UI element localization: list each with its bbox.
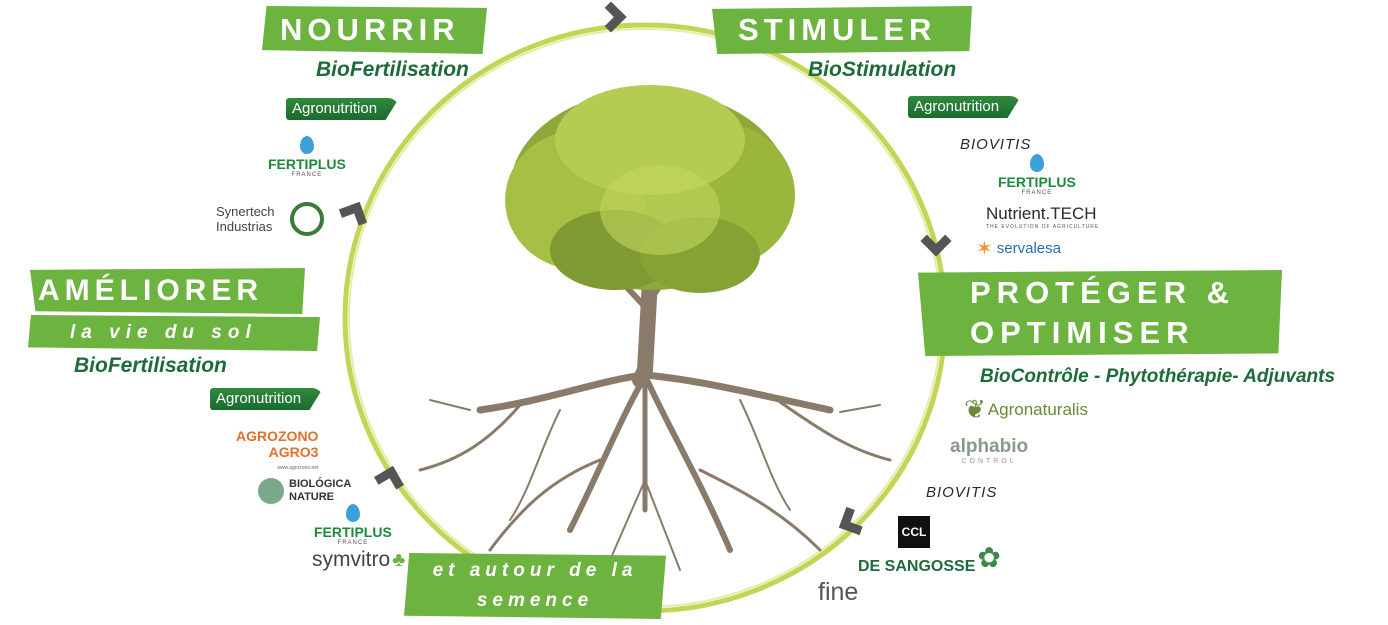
banner-stimuler: STIMULER — [712, 6, 972, 54]
logo-agrozono: AGROZONO AGRO3 www.agrozono.net — [236, 428, 319, 471]
logo-fine: fine — [818, 578, 859, 606]
subtitle-nourrir: BioFertilisation — [316, 58, 469, 81]
banner-ameliorer-tagline: la vie du sol — [28, 315, 320, 351]
logo-biovitis-proteger: BIOVITIS — [926, 484, 998, 501]
biologica-icon — [258, 478, 284, 504]
leaf-icon: ❦ — [964, 394, 986, 424]
tree-illustration — [418, 85, 892, 571]
logo-nutrienttech: Nutrient.TECH THE EVOLUTION OF AGRICULTU… — [986, 204, 1100, 230]
banner-nourrir: NOURRIR — [262, 6, 487, 54]
drop-icon — [345, 504, 360, 522]
logo-biologica: BIOLÓGICA NATURE — [258, 478, 359, 504]
logo-biovitis-stimuler: BIOVITIS — [960, 136, 1032, 153]
synertech-icon — [290, 202, 324, 236]
logo-agronutrition-ameliorer: Agronutrition — [210, 388, 324, 410]
sprout-icon: ♣ — [392, 548, 406, 571]
logo-fertiplus-nourrir: FERTIPLUS FRANCE — [268, 136, 346, 178]
banner-semence: et autour de la semence — [404, 553, 666, 619]
logo-fertiplus-ameliorer: FERTIPLUS FRANCE — [314, 504, 392, 546]
subtitle-stimuler: BioStimulation — [808, 58, 957, 81]
subtitle-proteger: BioContrôle - Phytothérapie- Adjuvants — [980, 366, 1336, 387]
logo-alphabio: alphabio CONTROL — [950, 436, 1029, 465]
logo-desangosse: DE SANGOSSE ✿ — [858, 541, 1001, 576]
subtitle-ameliorer: BioFertilisation — [74, 354, 227, 377]
logo-agronutrition-nourrir: Agronutrition — [286, 98, 400, 120]
logo-servalesa: ✶ servalesa — [976, 238, 1061, 260]
logo-symvitro: symvitro ♣ — [312, 548, 406, 571]
drop-icon — [1029, 154, 1044, 172]
banner-ameliorer: AMÉLIORER — [30, 268, 305, 314]
logo-synertech: Synertech Industrias — [216, 202, 324, 236]
servalesa-icon: ✶ — [976, 238, 993, 260]
logo-agronaturalis: ❦ Agronaturalis — [964, 394, 1088, 424]
banner-proteger: PROTÉGER & OPTIMISER — [918, 270, 1282, 356]
drop-icon — [299, 136, 314, 154]
flower-icon: ✿ — [977, 541, 1001, 573]
logo-ccl: CCL — [898, 516, 930, 548]
logo-fertiplus-stimuler: FERTIPLUS FRANCE — [998, 154, 1076, 196]
logo-agronutrition-stimuler: Agronutrition — [908, 96, 1022, 118]
